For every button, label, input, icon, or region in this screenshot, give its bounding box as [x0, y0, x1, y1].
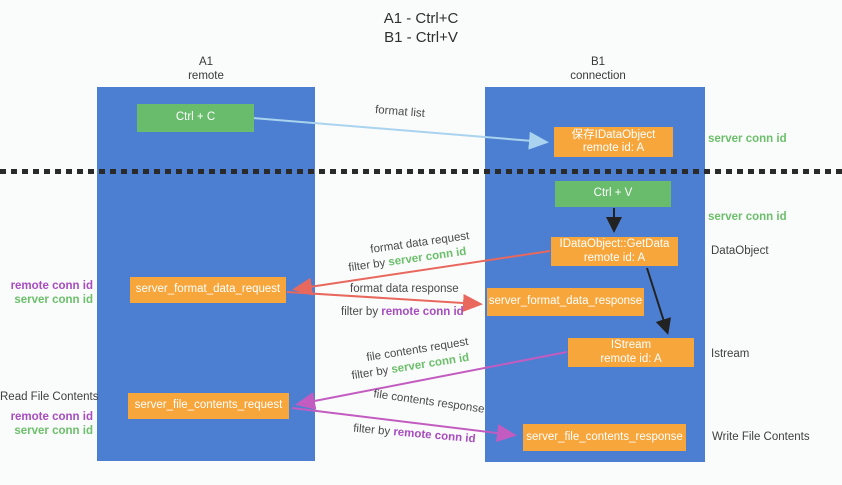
diagram-title: A1 - Ctrl+C B1 - Ctrl+V: [0, 9, 842, 47]
node-idataobject-getdata: IDataObject::GetData remote id: A: [551, 237, 678, 266]
filter-by-text: filter by: [352, 422, 394, 439]
dataobject-label: DataObject: [711, 245, 769, 257]
node-istream-line2: remote id: A: [600, 352, 662, 365]
remote-conn-id-text: remote conn id: [381, 306, 464, 318]
node-server-format-data-request: server_format_data_request: [130, 277, 286, 303]
node-server-file-contents-response: server_file_contents_response: [523, 424, 686, 451]
remote-conn-id-label-2: remote conn id: [10, 411, 93, 423]
node-server-format-data-request-label: server_format_data_request: [135, 283, 281, 296]
node-istream: IStream remote id: A: [568, 338, 694, 367]
remote-conn-id-label-1: remote conn id: [10, 280, 93, 292]
write-file-contents-label: Write File Contents: [712, 431, 810, 443]
format-list-label: format list: [374, 104, 426, 120]
server-conn-id-label-top: server conn id: [708, 133, 787, 145]
right-column-header: B1 connection: [538, 56, 658, 83]
node-save-idataobject: 保存IDataObject remote id: A: [554, 127, 673, 157]
node-ctrl-c-label: Ctrl + C: [175, 111, 216, 124]
node-server-file-contents-request-label: server_file_contents_request: [134, 399, 283, 412]
node-idataobject-getdata-line2: remote id: A: [583, 251, 646, 264]
right-column-subtitle: connection: [570, 69, 626, 82]
filter-by-text: filter by: [341, 306, 382, 318]
file-contents-response-label: file contents response: [372, 388, 486, 416]
server-conn-id-label-left-1: server conn id: [14, 294, 93, 306]
read-file-contents-label: Read File Contents: [0, 391, 99, 403]
left-column-subtitle: remote: [188, 69, 224, 82]
node-istream-line1: IStream: [610, 339, 652, 351]
left-column-header: A1 remote: [146, 56, 266, 83]
server-conn-id-label-left-2: server conn id: [14, 425, 93, 437]
file-contents-response-filter-label: filter by remote conn id: [353, 423, 476, 446]
separator-dotted-line: [0, 169, 842, 174]
node-server-format-data-response-label: server_format_data_response: [488, 295, 643, 308]
node-server-file-contents-response-label: server_file_contents_response: [526, 430, 683, 443]
format-data-response-filter-label: filter by remote conn id: [341, 306, 464, 318]
filter-by-text: filter by: [350, 364, 393, 383]
right-column-title: B1: [590, 56, 606, 68]
istream-label: Istream: [711, 348, 750, 360]
node-ctrl-v: Ctrl + V: [555, 181, 671, 207]
title-line-1: A1 - Ctrl+C: [383, 10, 459, 27]
title-line-2: B1 - Ctrl+V: [384, 29, 458, 46]
remote-conn-id-text: remote conn id: [392, 426, 476, 446]
node-server-format-data-response: server_format_data_response: [487, 288, 644, 316]
server-conn-id-label-mid: server conn id: [708, 211, 787, 223]
left-column-title: A1: [198, 56, 214, 68]
node-ctrl-v-label: Ctrl + V: [593, 187, 633, 200]
node-save-idataobject-line1: 保存IDataObject: [571, 128, 656, 141]
node-save-idataobject-line2: remote id: A: [582, 142, 645, 154]
node-idataobject-getdata-line1: IDataObject::GetData: [559, 238, 670, 250]
format-data-response-label: format data response: [350, 283, 459, 295]
node-server-file-contents-request: server_file_contents_request: [128, 393, 289, 419]
filter-by-text: filter by: [347, 256, 390, 275]
node-ctrl-c: Ctrl + C: [137, 104, 254, 132]
